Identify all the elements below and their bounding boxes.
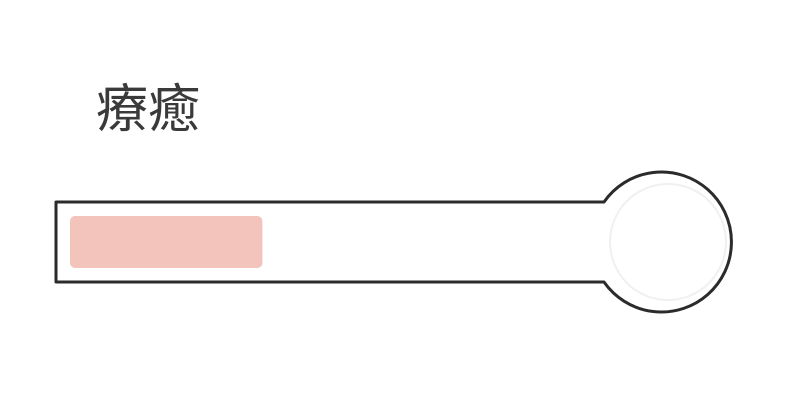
gauge-outline: [54, 170, 733, 314]
gauge-bulb-highlight: [609, 183, 727, 301]
gauge-progress-fill: [70, 216, 263, 268]
gauge-title: 療癒: [96, 80, 201, 140]
